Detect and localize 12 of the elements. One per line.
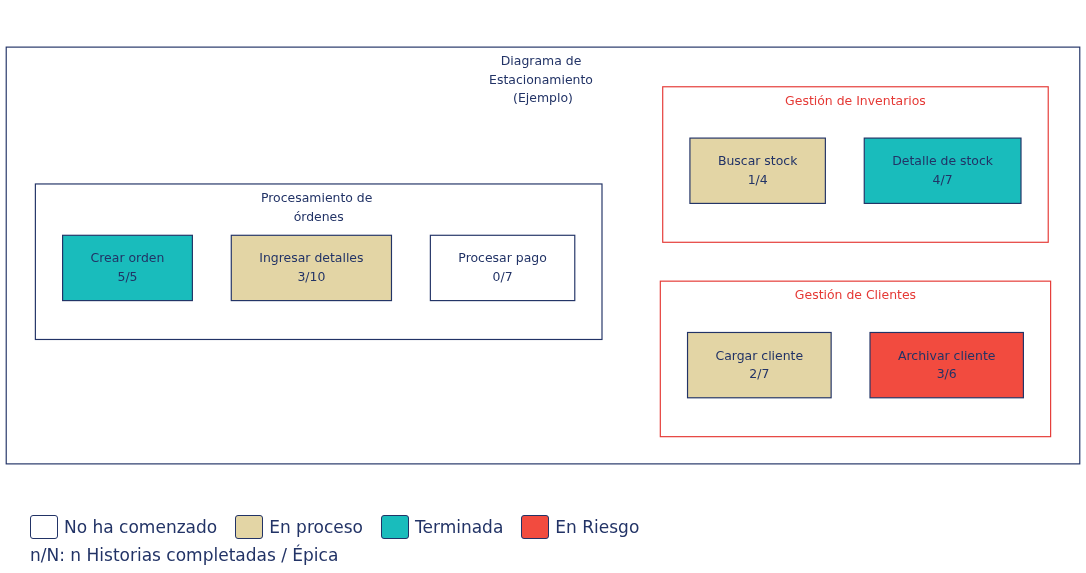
- node-box: Archivar cliente 3/6: [869, 331, 1024, 399]
- legend-label: No ha comenzado: [64, 517, 218, 537]
- legend-label: En Riesgo: [555, 517, 640, 537]
- node-box: Crear orden 5/5: [62, 234, 193, 302]
- node-box: Ingresar detalles 3/10: [230, 234, 393, 302]
- node-box: Detalle de stock 4/7: [863, 137, 1022, 204]
- node-box: Buscar stock 1/4: [689, 137, 826, 204]
- legend-label: Terminada: [415, 517, 504, 537]
- node-box: Procesar pago 0/7: [429, 234, 576, 302]
- note-text: n/N: n Historias completadas / Épica: [30, 545, 340, 565]
- legend-label: En proceso: [269, 517, 363, 537]
- node-box: Cargar cliente 2/7: [686, 331, 832, 399]
